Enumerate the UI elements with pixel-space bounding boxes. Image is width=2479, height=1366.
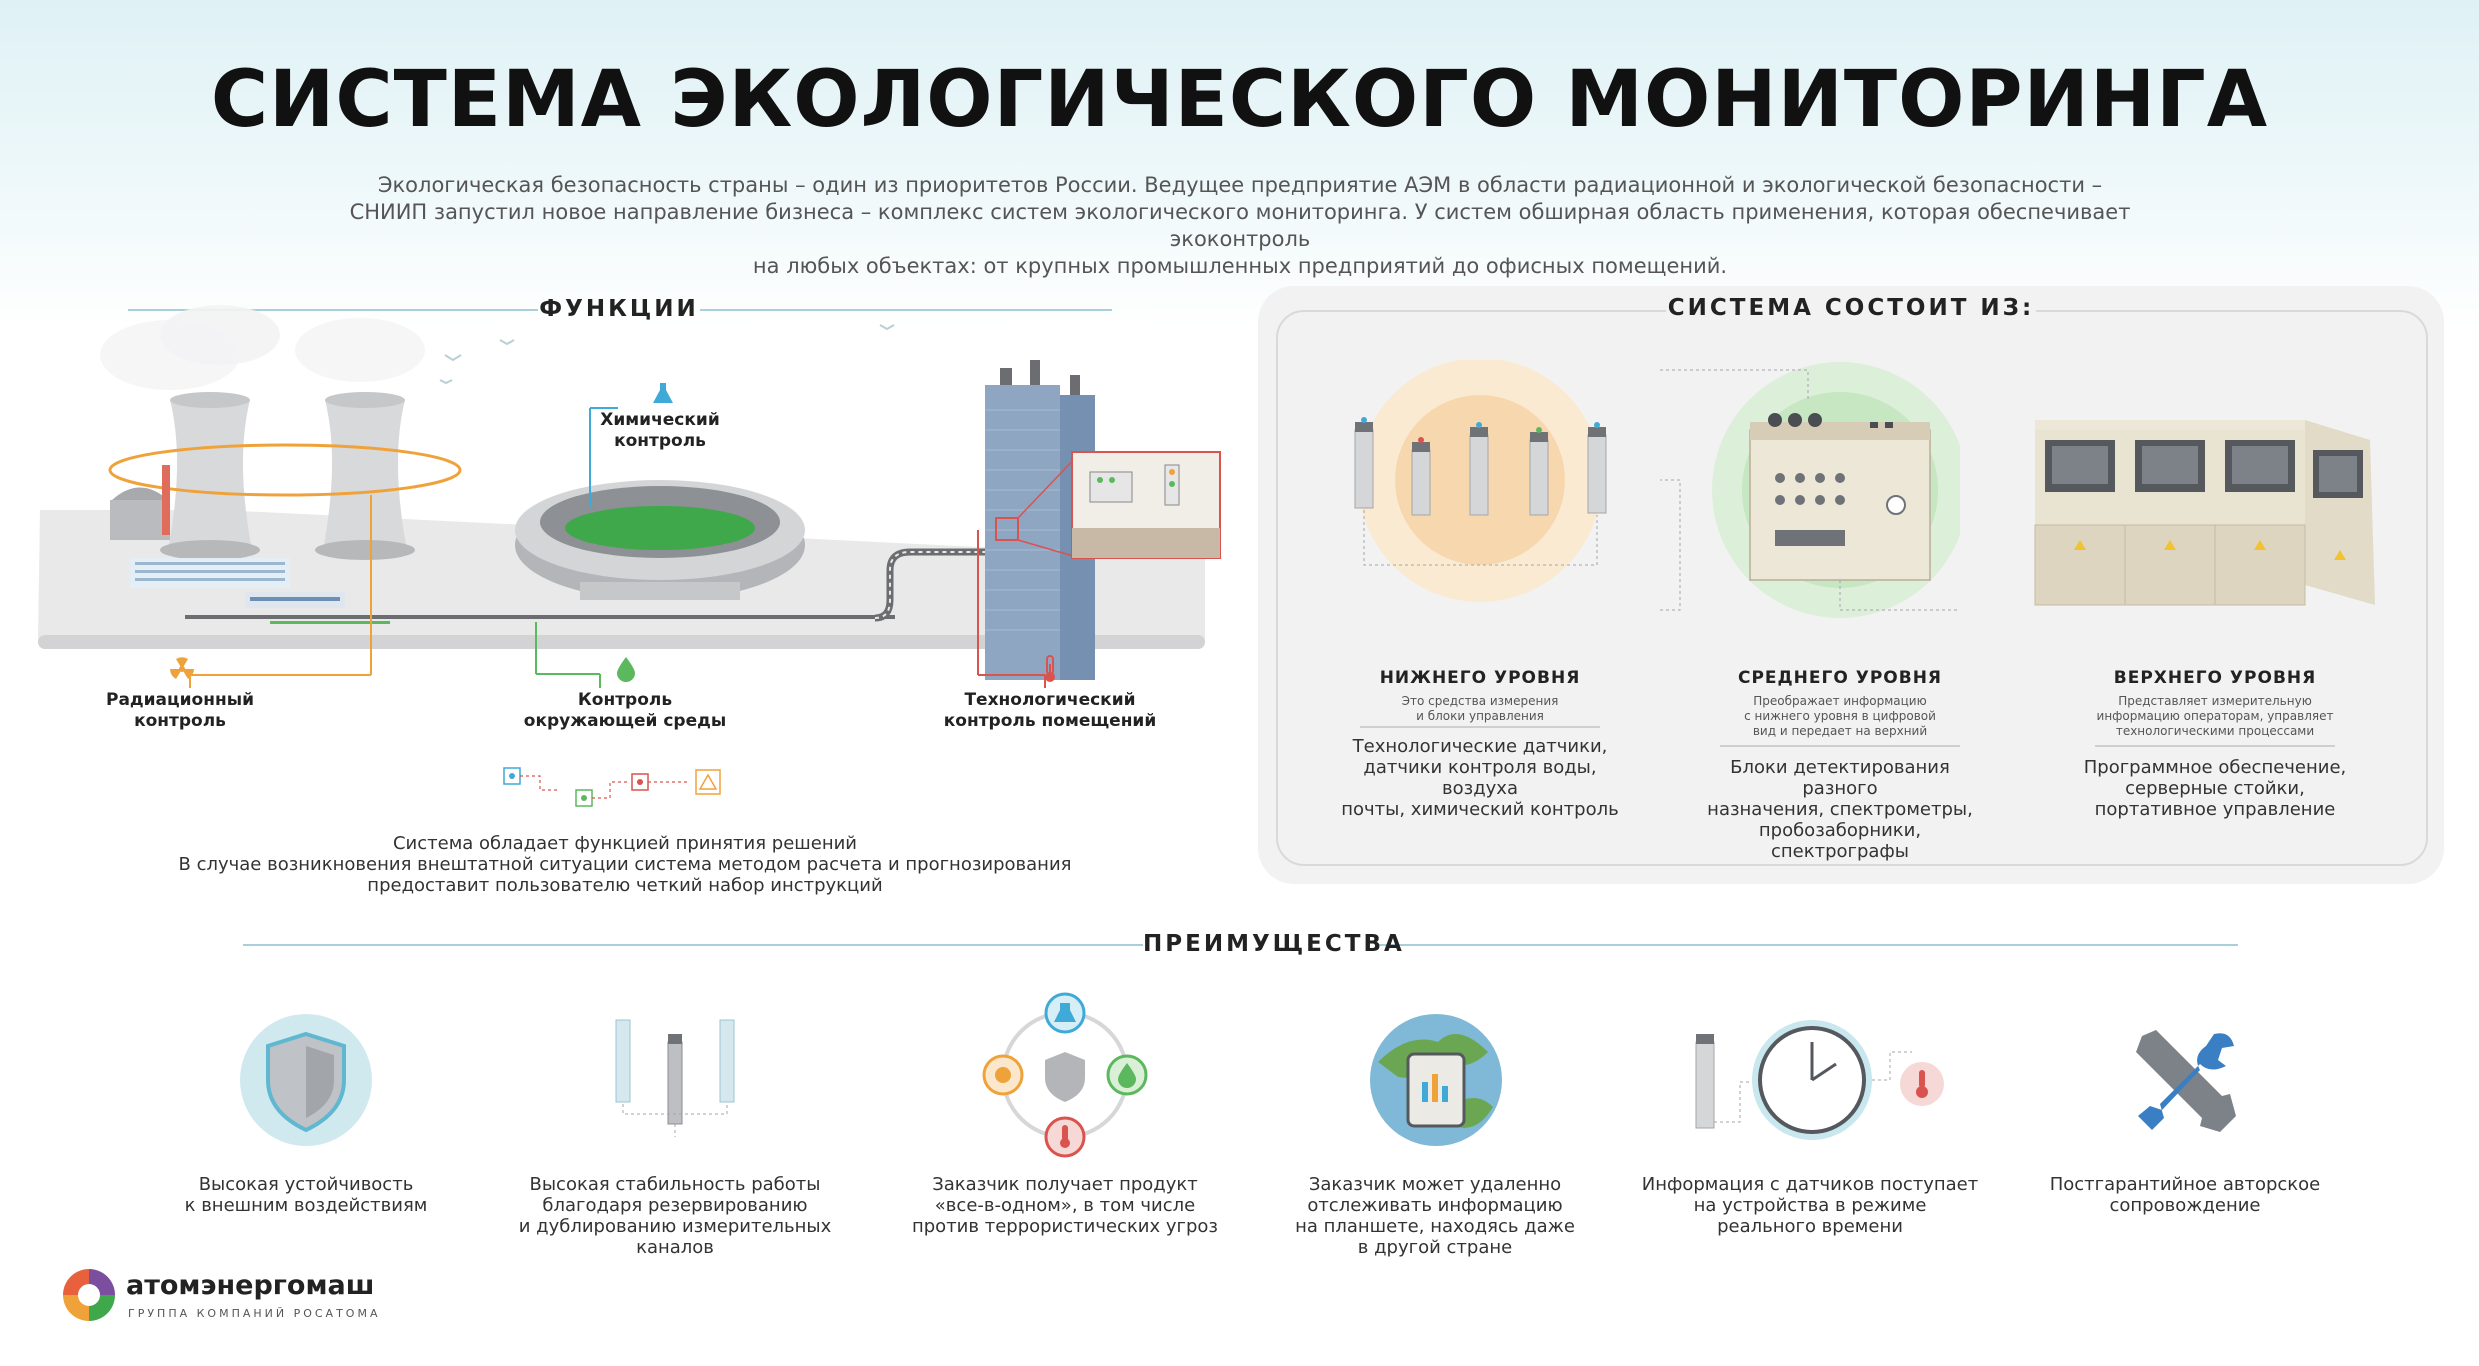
page-title: СИСТЕМА ЭКОЛОГИЧЕСКОГО МОНИТОРИНГА [210,55,2269,145]
level-title: ВЕРХНЕГО УРОВНЯ [2113,668,2317,688]
tools-icon [2136,1030,2236,1132]
company-logo-icon [63,1269,115,1321]
advantage-item: Постгарантийное авторское сопровождение [2049,1174,2321,1216]
level-text: назначения, спектрометры, [1707,799,1973,820]
level-column-mid: СРЕДНЕГО УРОВНЯ Преображает информацию с… [1690,668,1990,862]
level-subtitle: технологическими процессами [2115,724,2315,738]
level-text: Программное обеспечение, [2083,757,2347,778]
flask-icon [653,383,673,403]
label-technological-control: Технологический контроль помещений [943,690,1157,731]
operator-console-illustration [2034,420,2375,606]
decision-text: Система обладает функцией принятия решен… [178,833,1072,896]
level-text: пробозаборники, спектрографы [1758,820,1922,862]
water-drop-icon [617,657,635,682]
control-unit-illustration [1660,362,1960,618]
level-text: Технологические датчики, [1352,736,1608,757]
level-column-low: НИЖНЕГО УРОВНЯ Это средства измерения и … [1330,668,1630,820]
globe-tablet-icon [1370,1014,1502,1146]
level-subtitle: Представляет измерительную [2118,694,2312,708]
level-subtitle: с нижнего уровня в цифровой [1744,709,1936,723]
thermometer-icon [1045,655,1055,682]
label-chemical-control: Химический контроль [600,410,720,451]
level-subtitle: информацию операторам, управляет [2096,709,2334,723]
level-divider [1360,726,1600,728]
shield-icon [240,1014,372,1146]
level-subtitle: Это средства измерения [1401,694,1559,708]
level-text: датчики контроля воды, воздуха [1363,757,1597,799]
functions-rule-left [128,309,538,311]
clock-icon [1695,1020,1944,1140]
advantage-item: Высокая стабильность работы благодаря ре… [518,1174,832,1258]
functions-heading: ФУНКЦИИ [539,296,699,322]
level-subtitle: Преображает информацию [1753,694,1927,708]
system-heading: СИСТЕМА СОСТОИТ ИЗ: [1666,295,2036,321]
intro-line: на любых объектах: от крупных промышленн… [752,254,1728,278]
industrial-scene-illustration [38,305,1221,688]
company-logo-name: атомэнергомаш [126,1270,375,1301]
radiation-icon [170,657,194,679]
sensors-icon [615,1019,735,1137]
level-subtitle: вид и передает на верхний [1752,724,1928,738]
level-text: серверные стойки, [2125,778,2305,799]
advantage-item: Высокая устойчивость к внешним воздейств… [184,1174,428,1216]
functions-rule-right [700,309,1112,311]
level-text: портативное управление [2094,799,2336,820]
level-column-high: ВЕРХНЕГО УРОВНЯ Представляет измерительн… [2065,668,2365,820]
advantages-rule-left [243,944,1143,946]
intro-line: СНИИП запустил новое направление бизнеса… [349,200,2131,251]
advantages-heading: ПРЕИМУЩЕСТВА [1143,931,1405,957]
level-subtitle: и блоки управления [1416,709,1544,723]
label-environment-control: Контроль окружающей среды [523,690,727,731]
advantage-item: Заказчик может удаленно отслеживать инфо… [1295,1174,1575,1258]
label-radiation-control: Радиационный контроль [105,690,254,731]
decision-diagram-icon [503,767,721,807]
level-text: Блоки детектирования разного [1730,757,1950,799]
level-title: СРЕДНЕГО УРОВНЯ [1737,668,1943,688]
level-text: почты, химический контроль [1341,799,1619,820]
all-in-one-icon [982,992,1148,1158]
company-logo-tagline: ГРУППА КОМПАНИЙ РОСАТОМА [128,1307,381,1320]
advantage-item: Информация с датчиков поступает на устро… [1641,1174,1979,1237]
sensors-illustration [1354,360,1607,602]
level-divider [2095,745,2335,747]
intro-line: Экологическая безопасность страны – один… [377,173,2103,197]
level-title: НИЖНЕГО УРОВНЯ [1379,668,1581,688]
advantages-rule-right [1378,944,2238,946]
intro-text: Экологическая безопасность страны – один… [300,172,2180,280]
advantage-item: Заказчик получает продукт «все-в-одном»,… [911,1174,1219,1237]
level-divider [1720,745,1960,747]
